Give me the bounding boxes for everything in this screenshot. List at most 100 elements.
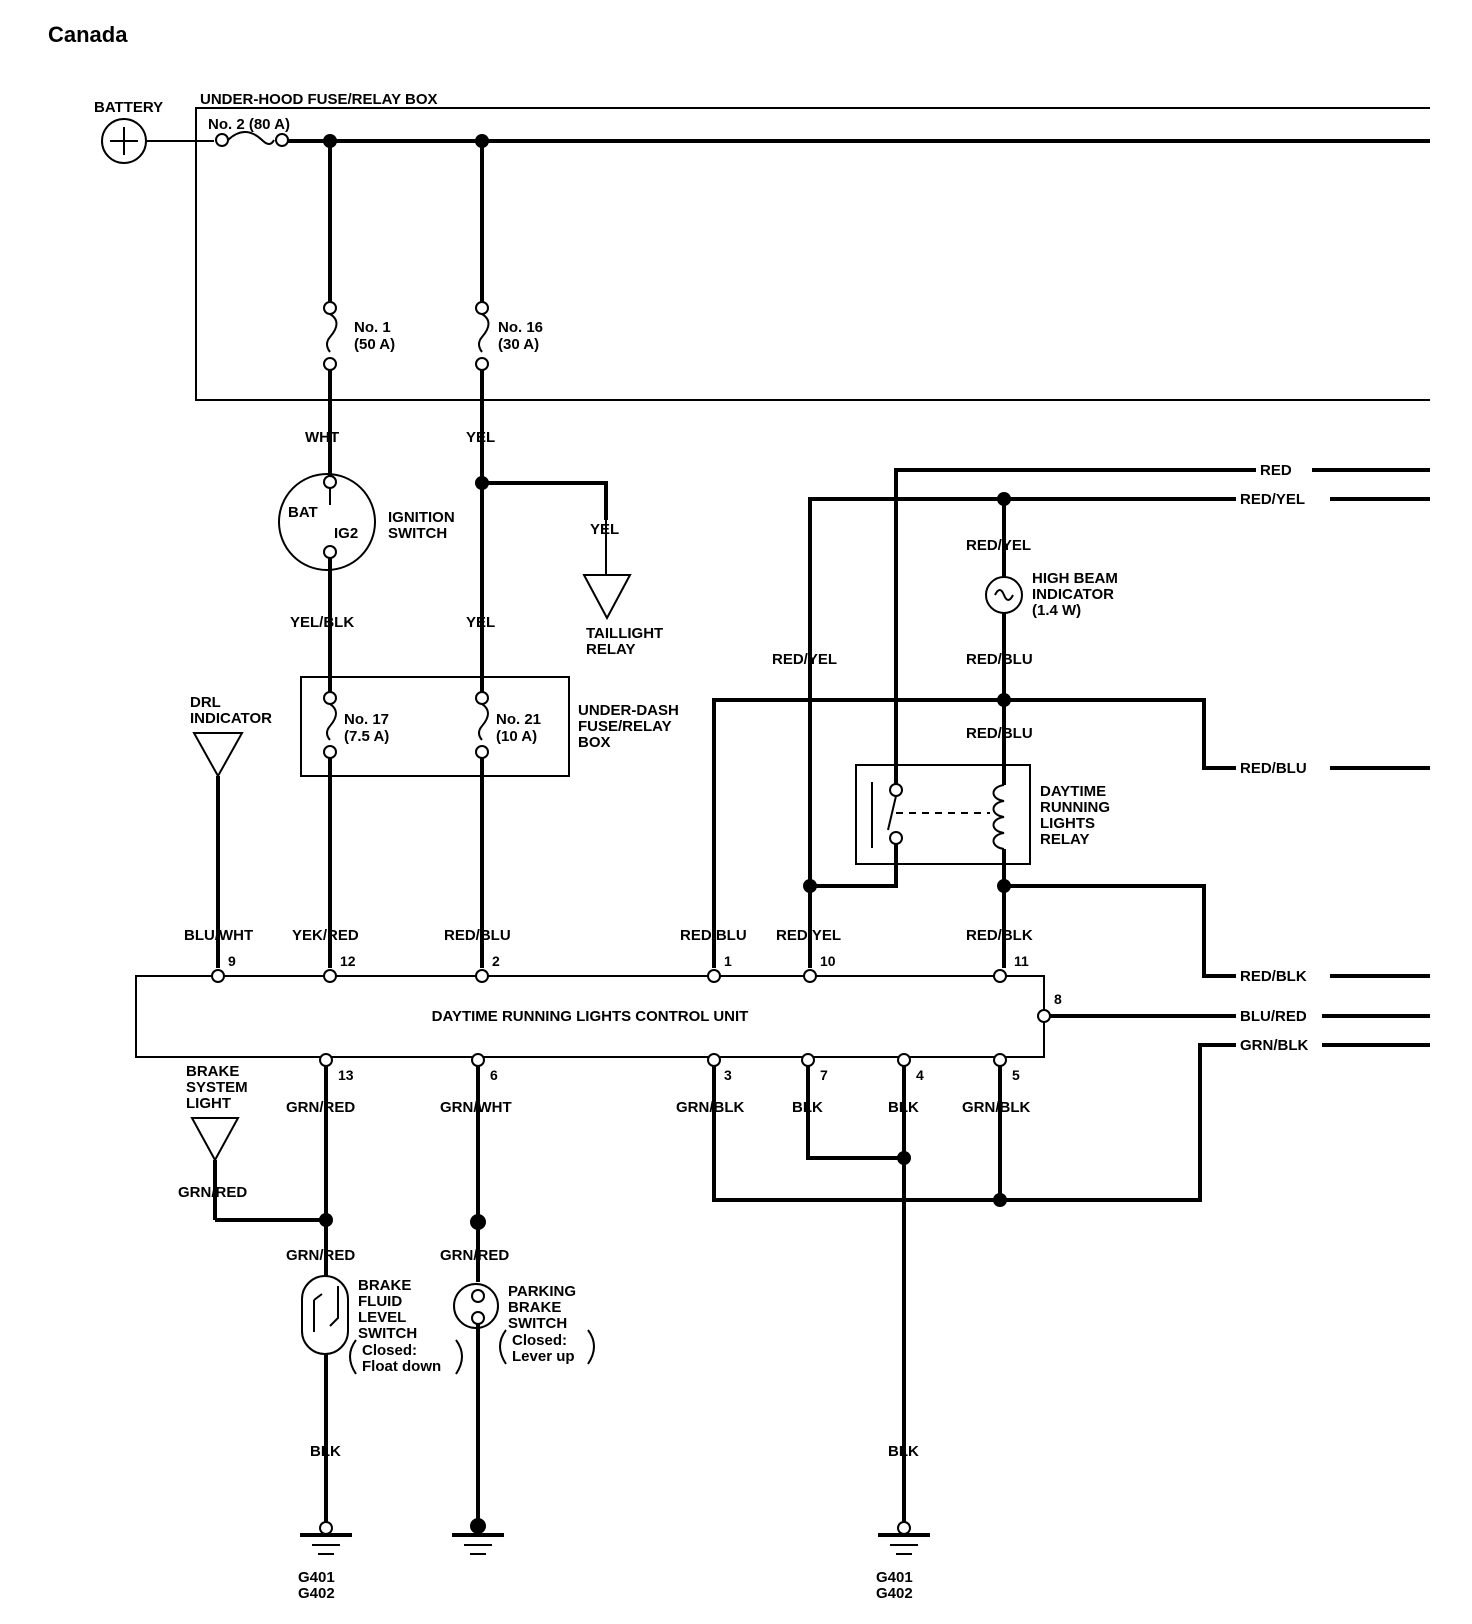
svg-text:DAYTIME: DAYTIME	[1040, 783, 1106, 800]
wire-label: GRN/RED	[286, 1247, 355, 1264]
battery-label: BATTERY	[94, 99, 163, 116]
high-beam-indicator: HIGH BEAM INDICATOR (1.4 W)	[985, 570, 1118, 619]
svg-text:Float down: Float down	[362, 1358, 441, 1375]
svg-text:INDICATOR: INDICATOR	[190, 710, 272, 727]
pin-number: 13	[338, 1067, 354, 1083]
svg-text:No. 1: No. 1	[354, 319, 391, 336]
svg-text:PARKING: PARKING	[508, 1283, 576, 1300]
wire-label: RED/BLK	[1240, 968, 1307, 985]
wire-label: GRN/BLK	[1240, 1037, 1308, 1054]
svg-text:BAT: BAT	[288, 504, 318, 521]
wire-label: RED/BLU	[680, 927, 747, 944]
pin-number: 8	[1054, 991, 1062, 1007]
svg-text:BRAKE: BRAKE	[508, 1299, 561, 1316]
svg-text:SWITCH: SWITCH	[388, 525, 447, 542]
svg-text:RELAY: RELAY	[1040, 831, 1089, 848]
svg-text:G401: G401	[298, 1569, 335, 1586]
drl-relay: DAYTIME RUNNING LIGHTS RELAY	[855, 764, 1110, 865]
svg-text:BRAKE: BRAKE	[186, 1063, 239, 1080]
fuse-no16: No. 16 (30 A)	[475, 301, 543, 371]
svg-text:Closed:: Closed:	[362, 1342, 417, 1359]
ground-icon-label: G401	[876, 1569, 913, 1586]
pin-number: 2	[492, 953, 500, 969]
pin-number: 1	[724, 953, 732, 969]
svg-text:(30 A): (30 A)	[498, 336, 539, 353]
svg-text:No. 17: No. 17	[344, 711, 389, 728]
fuse-no2-label: No. 2 (80 A)	[208, 116, 290, 133]
wire-label: GRN/BLK	[962, 1099, 1030, 1116]
svg-text:BOX: BOX	[578, 734, 611, 751]
ignition-switch-label: IGNITION	[388, 509, 455, 526]
svg-text:SWITCH: SWITCH	[508, 1315, 567, 1332]
wire-label: RED/YEL	[772, 651, 837, 668]
wire-label: RED/BLK	[966, 927, 1033, 944]
svg-text:No. 21: No. 21	[496, 711, 541, 728]
pin-number: 12	[340, 953, 356, 969]
wire-label: RED/BLU	[1240, 760, 1307, 777]
svg-text:UNDER-DASH: UNDER-DASH	[578, 702, 679, 719]
wire-label: RED/YEL	[966, 537, 1031, 554]
wire-label: YEL	[466, 429, 495, 446]
wire-label: GRN/RED	[440, 1247, 509, 1264]
control-unit-label: DAYTIME RUNNING LIGHTS CONTROL UNIT	[432, 1008, 749, 1025]
under-hood-fuse-relay-box: UNDER-HOOD FUSE/RELAY BOX	[195, 91, 1430, 401]
wire-label: BLU/WHT	[184, 927, 253, 944]
wire-label: RED	[1260, 462, 1292, 479]
svg-text:INDICATOR: INDICATOR	[1032, 586, 1114, 603]
pin-number: 3	[724, 1067, 732, 1083]
wire-label: YEL/BLK	[290, 614, 354, 631]
svg-text:(50 A): (50 A)	[354, 336, 395, 353]
wire-label: RED/YEL	[776, 927, 841, 944]
pin-number: 5	[1012, 1067, 1020, 1083]
svg-text:LIGHTS: LIGHTS	[1040, 815, 1095, 832]
svg-text:Closed:: Closed:	[512, 1332, 567, 1349]
under-hood-box-label: UNDER-HOOD FUSE/RELAY BOX	[200, 91, 438, 108]
svg-text:G402: G402	[298, 1585, 335, 1602]
page-title: Canada	[48, 22, 128, 47]
drl-indicator: DRL INDICATOR	[190, 694, 272, 779]
svg-text:Lever up: Lever up	[512, 1348, 575, 1365]
pin-number: 4	[916, 1067, 924, 1083]
wire-label: WHT	[305, 429, 339, 446]
wire-label: BLK	[310, 1443, 341, 1460]
svg-text:FUSE/RELAY: FUSE/RELAY	[578, 718, 672, 735]
wire-label: YEL	[590, 521, 619, 538]
wire-label: GRN/BLK	[676, 1099, 744, 1116]
pin-number: 7	[820, 1067, 828, 1083]
pin-number: 11	[1014, 953, 1029, 969]
wire-label: YEL	[466, 614, 495, 631]
wire-label: BLK	[888, 1443, 919, 1460]
wire-label: GRN/WHT	[440, 1099, 512, 1116]
pin-number: 6	[490, 1067, 498, 1083]
svg-text:(7.5 A): (7.5 A)	[344, 728, 389, 745]
svg-text:HIGH BEAM: HIGH BEAM	[1032, 570, 1118, 587]
svg-text:BRAKE: BRAKE	[358, 1277, 411, 1294]
battery: BATTERY	[94, 99, 163, 164]
wire-label: GRN/RED	[286, 1099, 355, 1116]
svg-text:RUNNING: RUNNING	[1040, 799, 1110, 816]
svg-text:DRL: DRL	[190, 694, 221, 711]
wire-label: BLU/RED	[1240, 1008, 1307, 1025]
ground-parking-brake	[452, 1518, 504, 1555]
svg-text:SYSTEM: SYSTEM	[186, 1079, 248, 1096]
pin-number: 9	[228, 953, 236, 969]
svg-text:No. 16: No. 16	[498, 319, 543, 336]
svg-text:(1.4 W): (1.4 W)	[1032, 602, 1081, 619]
svg-text:FLUID: FLUID	[358, 1293, 402, 1310]
svg-text:IG2: IG2	[334, 525, 358, 542]
wire-label: RED/BLU	[966, 651, 1033, 668]
svg-text:LIGHT: LIGHT	[186, 1095, 231, 1112]
wire-label: RED/BLU	[444, 927, 511, 944]
svg-text:(10 A): (10 A)	[496, 728, 537, 745]
wire-label: GRN/RED	[178, 1184, 247, 1201]
fuse-no21: No. 21 (10 A)	[475, 691, 541, 759]
under-dash-fuse-relay-box: UNDER-DASH FUSE/RELAY BOX	[300, 676, 679, 777]
fuse-no2: No. 2 (80 A)	[208, 116, 290, 147]
svg-text:LEVEL: LEVEL	[358, 1309, 406, 1326]
brake-system-light: BRAKE SYSTEM LIGHT	[186, 1063, 248, 1163]
parking-brake-switch: PARKING BRAKE SWITCH Closed: Lever up	[453, 1283, 595, 1365]
wire-label: RED/YEL	[1240, 491, 1305, 508]
ground-right: G401 G402	[876, 1521, 930, 1602]
fuse-no1: No. 1 (50 A)	[323, 301, 395, 371]
